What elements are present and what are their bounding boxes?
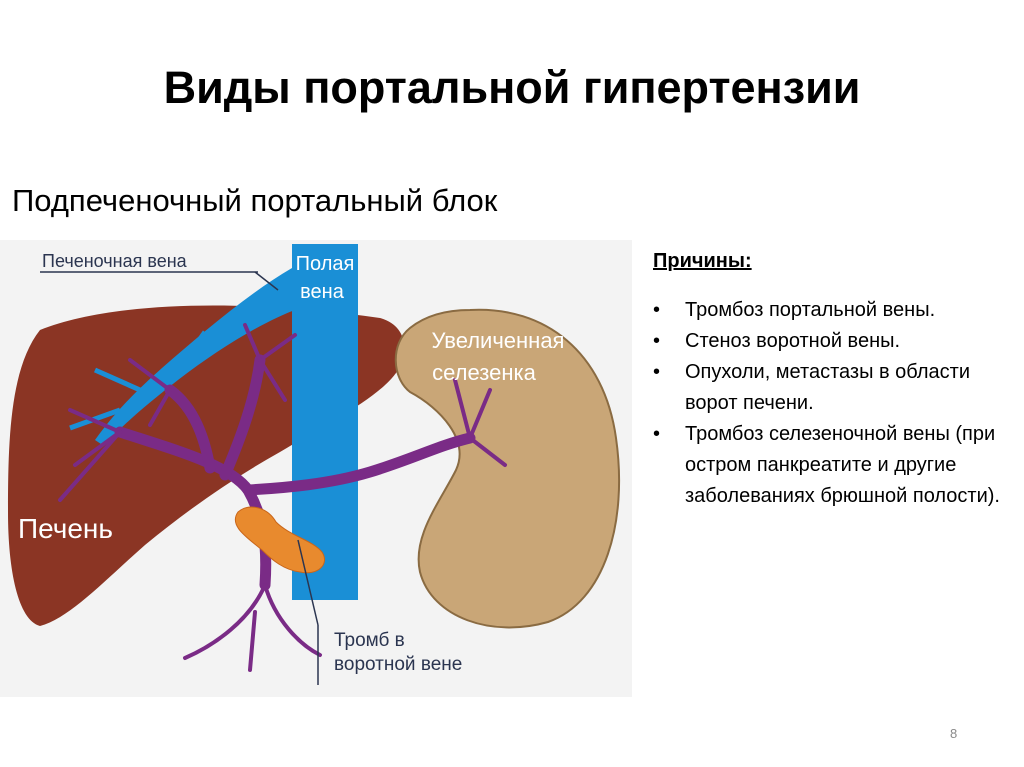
causes-list: • Тромбоз портальной вены. • Стеноз воротн… xyxy=(653,295,1013,512)
label-pointers xyxy=(40,271,319,685)
cause-text: Стеноз воротной вены. xyxy=(685,330,901,352)
thrombus-label-line1: Тромб в xyxy=(334,630,405,651)
anatomy-illustration: Печеночная вена Полая вена Увеличенная с… xyxy=(8,244,621,685)
page-number: 8 xyxy=(950,726,958,741)
bullet-marker: • xyxy=(653,330,661,352)
slide-subtitle: Подпеченочный портальный блок xyxy=(12,183,498,218)
cause-item: • Опухоли, метастазы в области ворот пече… xyxy=(653,357,1013,419)
hepatic-vein-label: Печеночная вена xyxy=(42,251,188,271)
causes-panel: Причины: • Тромбоз портальной вены. • Стен… xyxy=(653,250,1013,512)
spleen-label-line1: Увеличенная xyxy=(432,328,565,353)
bullet-marker: • xyxy=(653,299,661,321)
spleen-label-line2: селезенка xyxy=(432,360,536,385)
cause-text: Тромбоз портальной вены. xyxy=(685,299,936,321)
hepatic-vein-shape xyxy=(95,268,300,446)
vena-cava-label-line1: Полая xyxy=(296,253,355,275)
spleen-shape xyxy=(394,308,621,629)
bullet-marker: • xyxy=(653,423,661,445)
cause-item: • Тромбоз портальной вены. xyxy=(653,295,1013,326)
liver-label: Печень xyxy=(18,513,113,544)
portal-hypertension-diagram: Печеночная вена Полая вена Увеличенная с… xyxy=(0,240,632,697)
cause-item: • Стеноз воротной вены. xyxy=(653,326,1013,357)
cause-item: • Тромбоз селезеночной вены (при остром п… xyxy=(653,419,1013,512)
causes-heading: Причины: xyxy=(653,250,752,272)
cause-text: Тромбоз селезеночной вены (при остром па… xyxy=(685,423,1000,507)
vena-cava-label-line2: вена xyxy=(300,281,345,303)
slide-title: Виды портальной гипертензии xyxy=(163,62,861,113)
bullet-marker: • xyxy=(653,361,661,383)
cause-text: Опухоли, метастазы в области ворот печен… xyxy=(685,361,970,414)
thrombus-label-line2: воротной вене xyxy=(334,654,462,675)
